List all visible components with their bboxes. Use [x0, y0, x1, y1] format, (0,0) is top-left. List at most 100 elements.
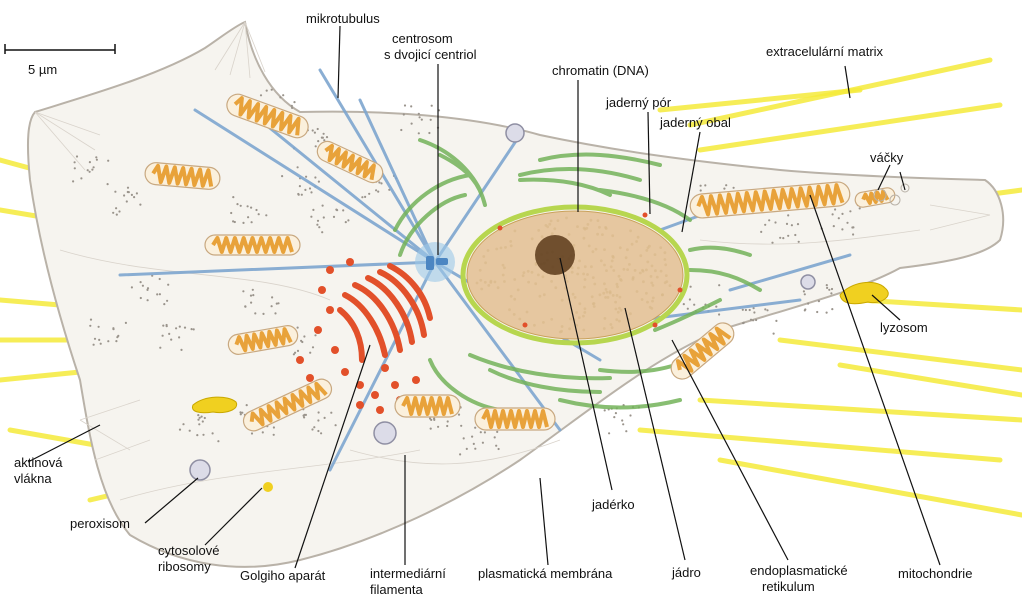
chromatin-speck — [602, 291, 606, 295]
matrix-fiber — [687, 57, 993, 128]
chromatin-speck — [585, 226, 589, 230]
mitochondrion — [144, 162, 221, 190]
ribosome — [429, 118, 432, 121]
chromatin-speck — [651, 296, 655, 300]
nuclear-envelope — [460, 204, 690, 346]
chromatin-speck — [605, 290, 609, 294]
ribosome — [203, 416, 206, 420]
ribosome — [135, 192, 138, 195]
ribosome — [91, 168, 94, 171]
golgi-vesicle — [346, 258, 354, 266]
ribosome — [163, 303, 166, 306]
chromatin-speck — [599, 259, 603, 263]
ribosome — [417, 132, 420, 135]
chromatin-speck — [603, 282, 606, 286]
ribosome — [246, 205, 249, 208]
ribosome — [262, 312, 265, 315]
ribosome — [317, 140, 320, 143]
ribosome — [236, 203, 239, 206]
chromatin-speck — [614, 300, 617, 304]
ribosome — [166, 299, 169, 302]
ribosome — [252, 294, 255, 297]
chromatin-speck — [583, 265, 587, 269]
ribosome — [93, 337, 97, 340]
ribosome — [217, 440, 220, 443]
ribosome — [495, 444, 498, 447]
ribosome — [317, 419, 320, 422]
ribosome — [807, 302, 810, 305]
label-endoplasmaticke-1: endoplasmatické — [750, 563, 848, 578]
label-mitochondrie: mitochondrie — [898, 566, 973, 581]
ribosome — [446, 424, 449, 428]
chromatin-speck — [534, 282, 538, 286]
chromatin-speck — [654, 269, 657, 273]
chromatin-speck — [583, 278, 587, 281]
chromatin-speck — [586, 273, 589, 276]
ribosome — [688, 298, 692, 301]
golgi-vesicle — [356, 381, 364, 389]
ribosome — [790, 224, 794, 227]
ribosome — [92, 343, 95, 346]
ribosome — [625, 430, 628, 433]
ribosome — [852, 226, 855, 229]
ribosome — [321, 231, 324, 234]
chromatin-speck — [582, 272, 585, 276]
ribosome — [364, 195, 367, 198]
chromatin-speck — [487, 284, 491, 287]
ribosome — [317, 429, 320, 433]
chromatin-speck — [612, 269, 616, 272]
mitochondrion — [316, 140, 384, 184]
label-chromatin: chromatin (DNA) — [552, 63, 649, 78]
ribosome — [433, 417, 436, 420]
ribosome — [130, 286, 133, 289]
chromatin-speck — [556, 219, 560, 223]
ribosome — [446, 420, 449, 423]
chromatin-speck — [611, 234, 615, 238]
chromatin-speck — [605, 269, 608, 272]
actin-filaments — [34, 21, 991, 501]
ribosome — [292, 353, 295, 356]
ribosome — [752, 319, 755, 322]
ribosome — [831, 213, 834, 216]
ribosome — [742, 322, 745, 325]
mitochondrion — [242, 378, 333, 432]
chromatin-speck — [610, 259, 614, 263]
ribosome — [310, 191, 313, 194]
ribosome — [89, 324, 92, 327]
chromatin-speck — [646, 300, 649, 304]
ribosome — [361, 196, 364, 199]
ribosome — [375, 189, 378, 192]
chromatin-speck — [575, 311, 578, 314]
ribosome — [336, 209, 339, 212]
matrix-fiber — [777, 337, 1022, 373]
mitochondrion — [689, 181, 851, 219]
ribosome — [402, 113, 405, 116]
ribosome — [481, 441, 484, 444]
ribosome — [474, 426, 477, 429]
ribosome — [242, 221, 245, 224]
ribosome — [316, 127, 319, 131]
ribosome — [629, 414, 632, 417]
ribosome — [272, 433, 275, 436]
chromatin-speck — [548, 222, 552, 226]
chromatin-speck — [525, 310, 529, 314]
ribosome — [158, 293, 161, 296]
ribosome — [613, 416, 616, 419]
chromatin-speck — [571, 292, 575, 296]
chromatin-speck — [668, 284, 672, 287]
chromatin-speck — [565, 216, 568, 220]
chromatin-speck — [611, 254, 615, 258]
chromatin-speck — [483, 280, 487, 284]
mitochondrion — [670, 322, 735, 380]
ribosome — [846, 221, 849, 224]
golgi-apparatus — [337, 263, 433, 363]
chromatin-speck — [550, 317, 554, 321]
ribosome — [170, 338, 173, 341]
ribosome — [261, 431, 264, 434]
label-plasmaticka: plasmatická membrána — [478, 566, 613, 581]
chromatin-speck — [575, 324, 579, 327]
chromatin-speck — [618, 306, 621, 310]
chromatin-speck — [608, 291, 612, 295]
chromatin-speck — [593, 282, 597, 286]
ribosome — [139, 296, 142, 300]
